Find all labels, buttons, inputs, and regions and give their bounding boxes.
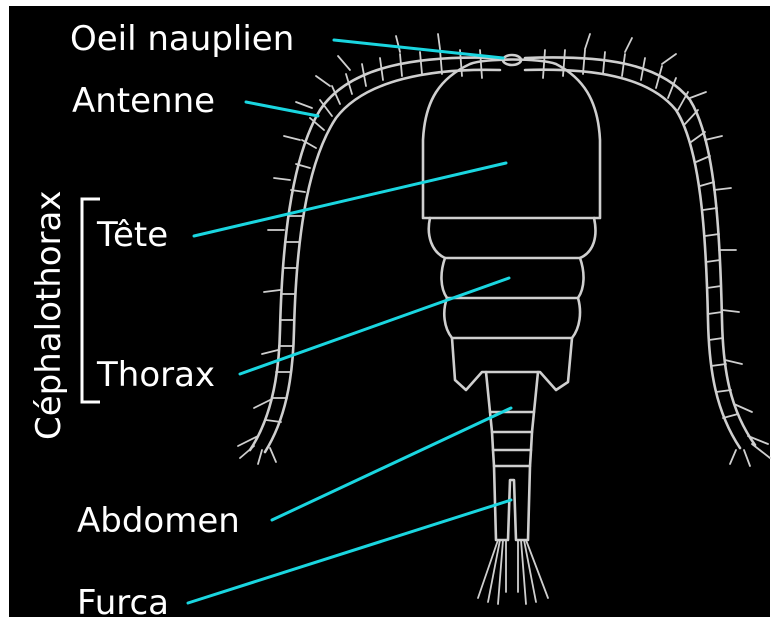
thorax-segments	[429, 218, 596, 390]
leader-oeil	[334, 40, 503, 58]
leader-antenne	[246, 102, 318, 116]
label-abdomen: Abdomen	[77, 501, 240, 541]
head-segment	[423, 60, 600, 219]
left-antenna	[238, 34, 500, 464]
leader-abdomen	[272, 408, 511, 520]
copepod-body	[238, 34, 770, 604]
label-antenne: Antenne	[72, 81, 215, 121]
label-tete: Tête	[96, 215, 168, 255]
right-antenna	[525, 34, 770, 466]
labels: Oeil nauplien Antenne Tête Thorax Abdome…	[29, 19, 294, 623]
label-oeil-nauplien: Oeil nauplien	[70, 19, 294, 59]
abdomen-segments	[486, 372, 538, 466]
leader-tete	[194, 163, 506, 236]
label-cephalothorax: Céphalothorax	[29, 191, 69, 441]
furca	[478, 466, 548, 604]
label-furca: Furca	[77, 583, 169, 623]
label-thorax: Thorax	[96, 355, 215, 395]
